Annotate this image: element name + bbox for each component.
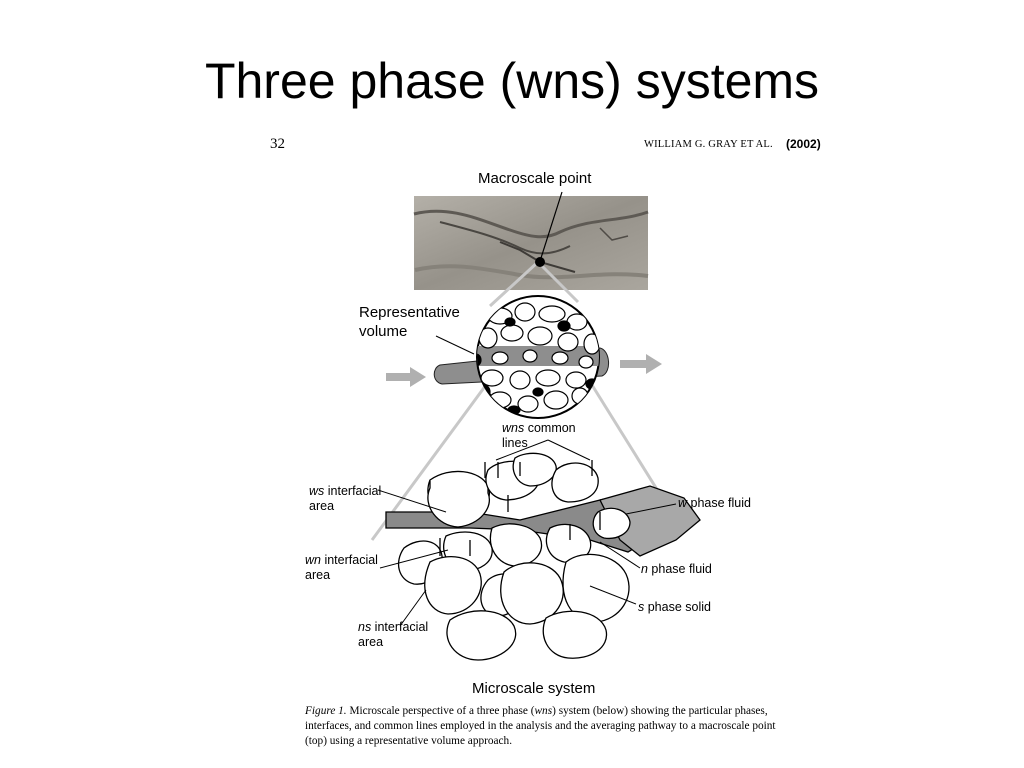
figure-caption: Figure 1. Microscale perspective of a th… bbox=[305, 704, 785, 749]
wns-italic: wns bbox=[502, 421, 525, 435]
year-label: (2002) bbox=[786, 137, 821, 151]
ws-line2: area bbox=[309, 499, 335, 513]
wn-interfacial-area-label: wn interfacial area bbox=[305, 553, 378, 583]
ns-italic: ns bbox=[358, 620, 372, 634]
representative-volume-sphere bbox=[476, 295, 600, 419]
slide-title: Three phase (wns) systems bbox=[204, 53, 820, 109]
representative-volume-line1: Representative bbox=[359, 304, 460, 321]
wn-line2: area bbox=[305, 568, 331, 582]
author-header: WILLIAM G. GRAY ET AL. bbox=[644, 139, 773, 150]
n-italic: n bbox=[641, 562, 648, 576]
page-number: 32 bbox=[270, 136, 285, 152]
wns-rest: common bbox=[524, 421, 576, 435]
representative-volume-label: Representative volume bbox=[359, 303, 460, 341]
representative-volume-line2: volume bbox=[359, 323, 408, 340]
caption-text-2: ) system (below) showing the particular … bbox=[305, 705, 776, 747]
n-phase-fluid-label: n phase fluid bbox=[641, 562, 712, 577]
ws-rest: interfacial bbox=[324, 484, 382, 498]
microscale-system bbox=[377, 439, 701, 661]
macroscale-photo bbox=[413, 196, 649, 290]
flow-arrows bbox=[386, 354, 662, 387]
w-rest: phase fluid bbox=[687, 496, 751, 510]
ns-interfacial-area-label: ns interfacial area bbox=[358, 620, 428, 650]
caption-text-1: Microscale perspective of a three phase … bbox=[346, 705, 535, 717]
s-rest: phase solid bbox=[644, 600, 711, 614]
macroscale-point-dot bbox=[535, 257, 545, 267]
n-rest: phase fluid bbox=[647, 562, 712, 576]
ws-interfacial-area-label: ws interfacial area bbox=[309, 484, 381, 514]
ns-rest: interfacial bbox=[371, 620, 429, 634]
wn-rest: interfacial bbox=[320, 553, 378, 567]
microscale-system-label: Microscale system bbox=[472, 680, 596, 697]
wns-line2: lines bbox=[502, 436, 528, 450]
w-phase-fluid-label: w phase fluid bbox=[678, 496, 751, 511]
caption-label: Figure 1. bbox=[305, 705, 347, 717]
s-phase-solid-label: s phase solid bbox=[638, 600, 711, 615]
macroscale-point-label: Macroscale point bbox=[478, 170, 592, 187]
ns-line2: area bbox=[358, 635, 384, 649]
ws-italic: ws bbox=[309, 484, 325, 498]
w-italic: w bbox=[678, 496, 688, 510]
wns-common-lines-label: wns common lines bbox=[502, 421, 576, 451]
caption-wns: wns bbox=[534, 705, 553, 717]
s-italic: s bbox=[638, 600, 645, 614]
wn-italic: wn bbox=[305, 553, 321, 567]
